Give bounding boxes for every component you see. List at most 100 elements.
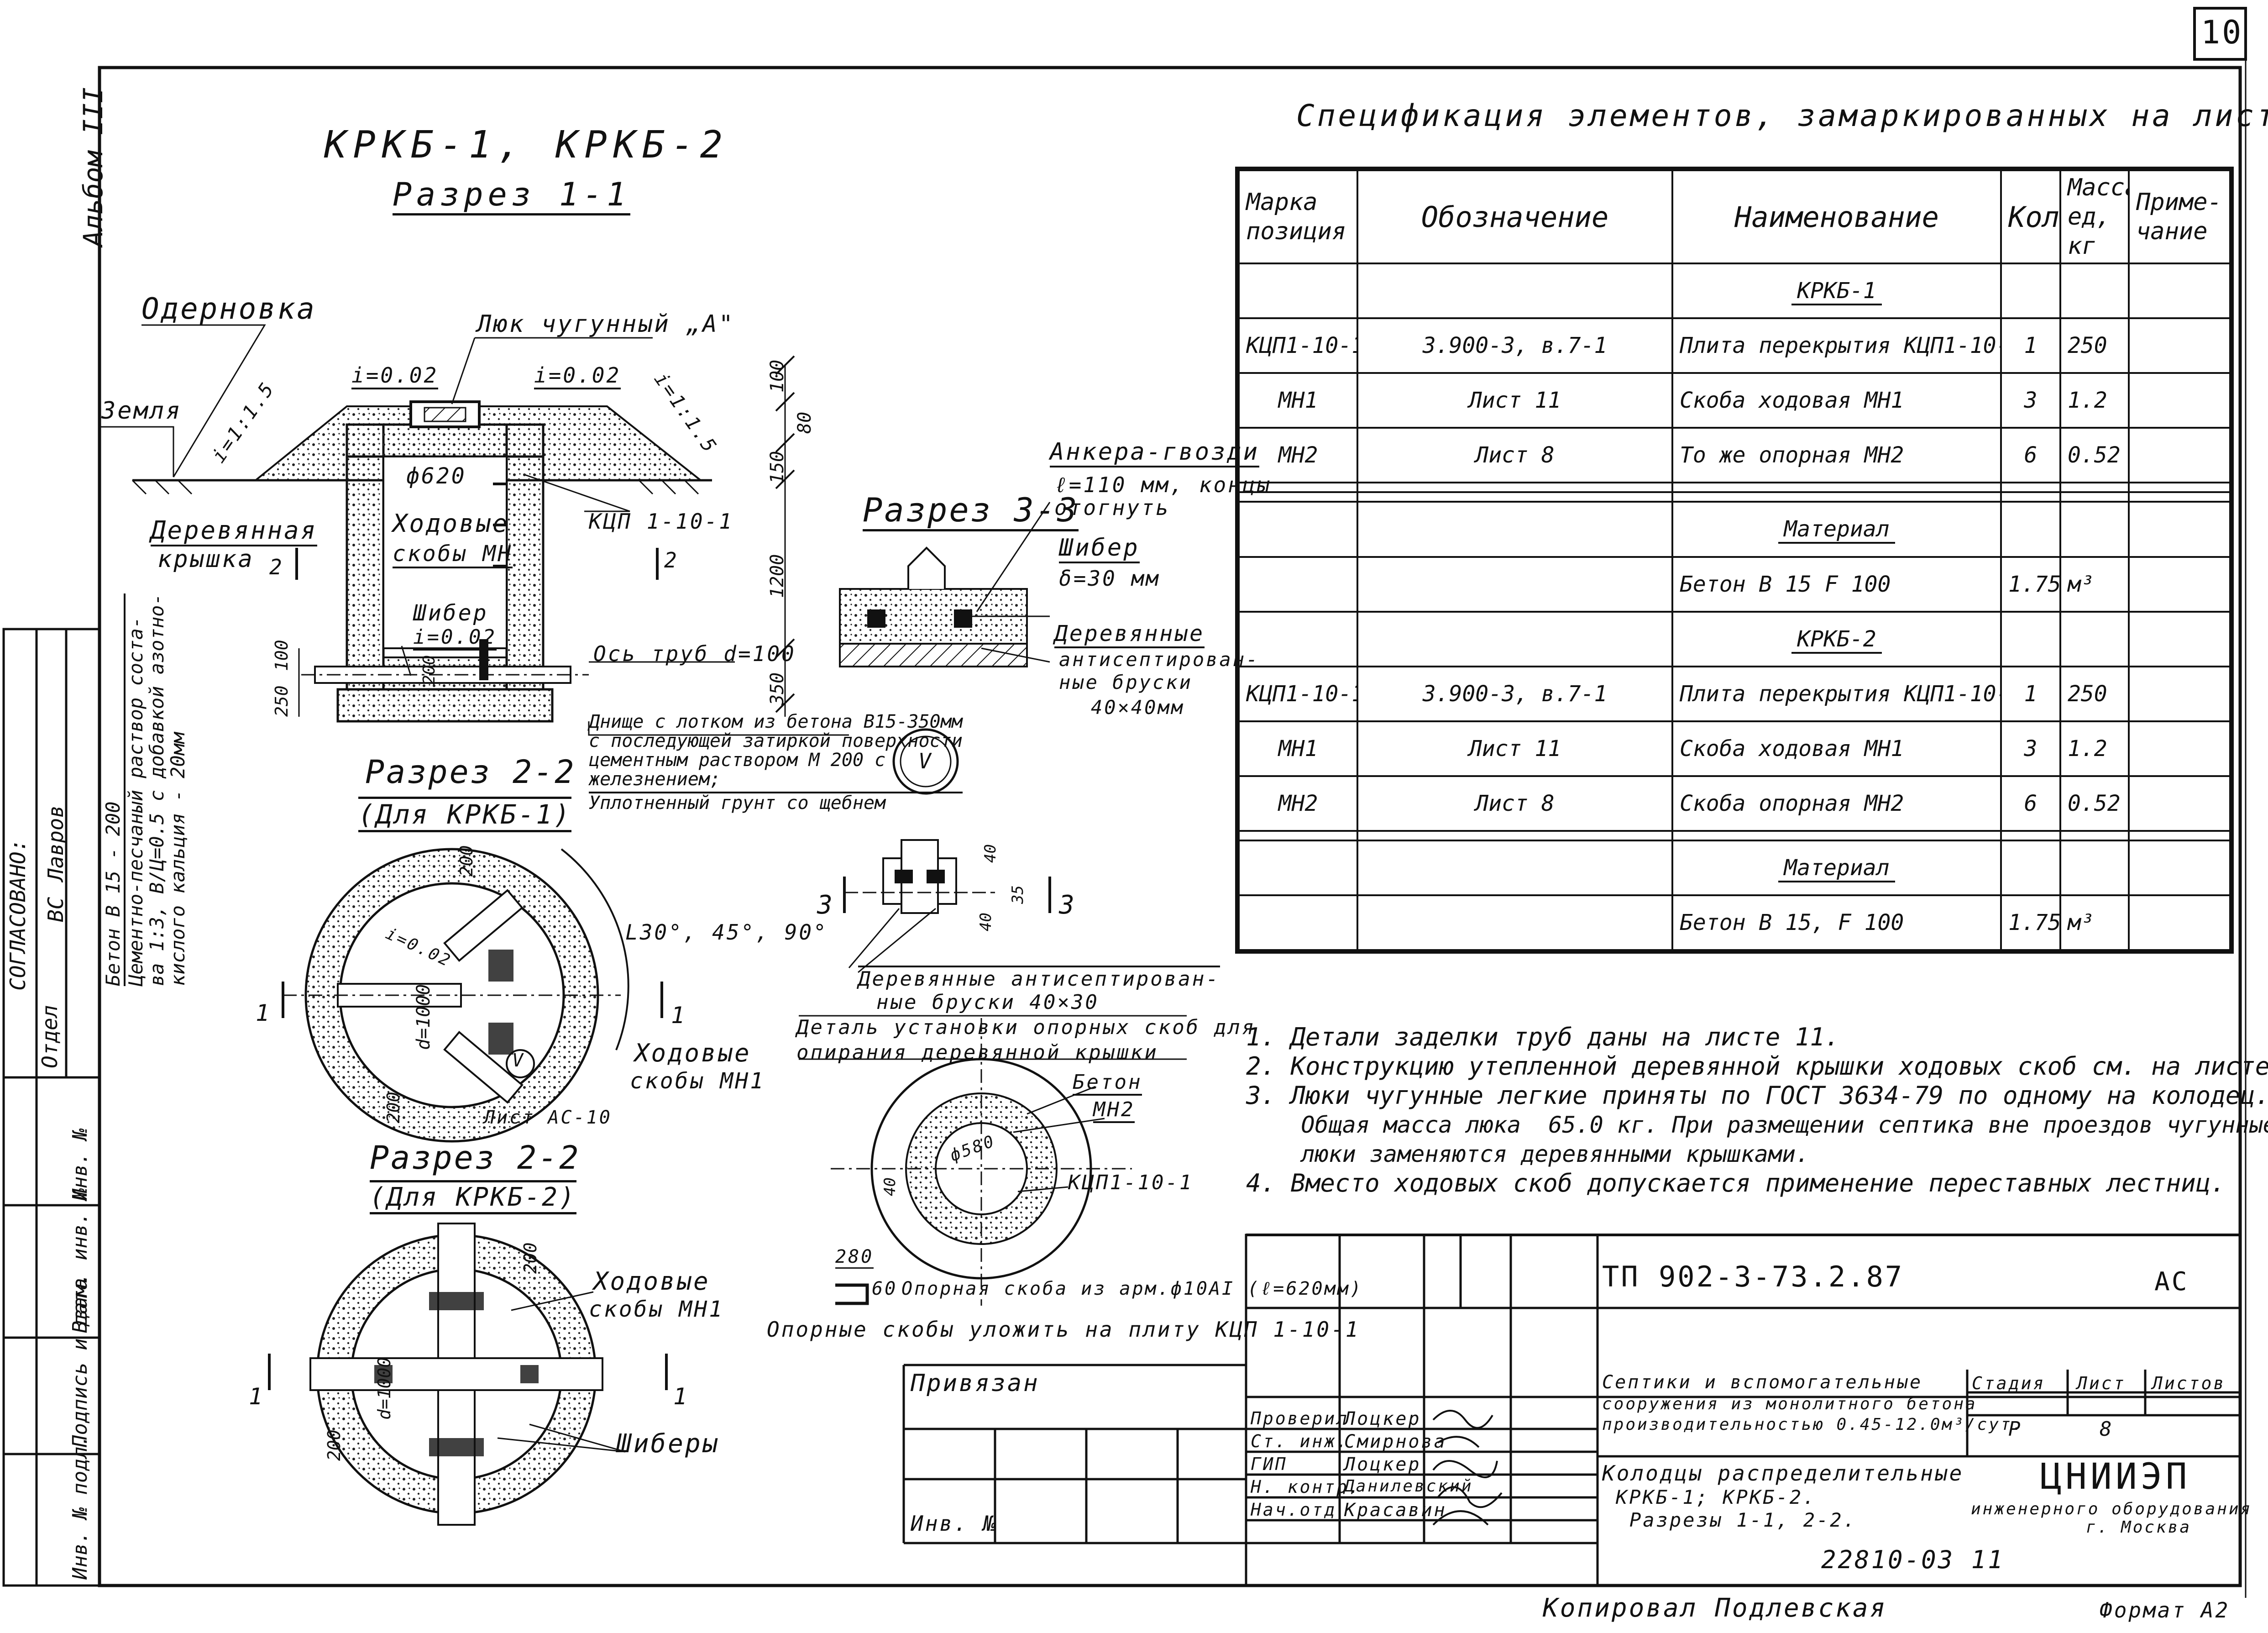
spec-cell-name: Материал	[1671, 501, 2002, 558]
spec-cell-note	[2128, 482, 2231, 494]
spec-header-cell: Приме-чание	[2128, 169, 2231, 264]
spec-cell-qty: 6	[2000, 775, 2061, 832]
label-mark-1a: 1	[256, 1000, 272, 1026]
spec-cell-desig	[1357, 839, 1673, 896]
spec-cell-name: Плита перекрытия КЦП1-10-1	[1671, 665, 2002, 722]
spec-cell-note	[2128, 610, 2231, 667]
label-wood-1: Деревянные	[1054, 621, 1205, 648]
spec-cell-qty: 1	[2000, 317, 2061, 374]
spec-row: КРКБ-2	[1238, 610, 2231, 667]
spec-row	[1238, 491, 2231, 503]
spec-cell-mass: м³	[2059, 556, 2130, 613]
role-name: Данилевский	[1344, 1477, 1473, 1496]
spec-cell-note	[2128, 894, 2231, 951]
notes: 1. Детали заделки труб даны на листе 11.…	[1246, 1023, 2268, 1198]
spec-cell-mass	[2059, 839, 2130, 896]
spec-cell-mass: 0.52	[2059, 775, 2130, 832]
org-subtitle: инженерного оборудования	[1971, 1500, 2252, 1518]
section-22a-title: Разрез 2-2	[365, 753, 576, 791]
label-steps-22a-2: скобы МН1	[630, 1068, 765, 1094]
spec-cell-desig	[1357, 556, 1673, 613]
spec-section-label: Материал	[1778, 855, 1895, 882]
section-title: КРКБ-1, КРКБ-2	[324, 123, 729, 167]
spec-cell-pos: КЦП1-10-1	[1238, 665, 1358, 722]
section-3-3-graphic	[839, 502, 1051, 795]
spec-cell-qty	[2000, 482, 2061, 494]
spec-cell-qty: 3	[2000, 372, 2061, 429]
spec-cell-note	[2128, 775, 2231, 832]
label-mark-3b: 3	[1059, 890, 1076, 920]
section-2-2a-graphic	[282, 848, 663, 1143]
spec-cell-mass	[2059, 610, 2130, 667]
spec-cell-qty: 6	[2000, 427, 2061, 484]
label-angles: L30°, 45°, 90°	[625, 920, 828, 945]
spec-cell-pos	[1238, 610, 1358, 667]
spec-cell-pos	[1238, 830, 1358, 841]
label-earth: Земля	[101, 397, 182, 425]
spec-cell-note	[2128, 501, 2231, 558]
role-name: Лоцкер	[1344, 1408, 1421, 1429]
project-line-2: сооружения из монолитного бетона	[1602, 1395, 1977, 1413]
spec-cell-mass: 250	[2059, 317, 2130, 374]
spec-cell-note	[2128, 839, 2231, 896]
spec-cell-qty: 3	[2000, 720, 2061, 777]
label-steps-22a-1: Ходовые	[634, 1039, 751, 1067]
spec-cell-note	[2128, 665, 2231, 722]
spec-cell-qty	[2000, 610, 2061, 667]
bottom-note-line: Днище с лотком из бетона В15-350мм	[589, 711, 963, 732]
label-bracket-note: Опорные скобы уложить на плиту КЦП 1-10-…	[767, 1317, 1360, 1342]
spec-cell-pos	[1238, 262, 1358, 320]
spec-cell-desig: Лист 11	[1357, 720, 1673, 777]
spec-cell-note	[2128, 262, 2231, 320]
note-line: 4. Вместо ходовых скоб допускается приме…	[1246, 1169, 2226, 1197]
bottom-note-line: цементным раствором М 200 с	[589, 750, 886, 771]
spec-row	[1238, 830, 2231, 841]
label-slope-2: i=0.02	[534, 363, 621, 389]
note-line: 1. Детали заделки труб даны на листе 11.	[1246, 1023, 1840, 1051]
label-gate-33-2: δ=30 мм	[1059, 566, 1160, 591]
label-sheet-ref: Лист АС-10	[484, 1107, 612, 1128]
spec-cell-desig: 3.900-3, в.7-1	[1357, 665, 1673, 722]
spec-cell-desig	[1357, 830, 1673, 841]
project-line-1: Септики и вспомогательные	[1602, 1372, 1923, 1393]
role-label: Н. контр.	[1251, 1477, 1361, 1497]
label-callout-v-a: V	[512, 1050, 525, 1071]
spec-cell-name	[1671, 491, 2002, 503]
label-mark-1c: 1	[249, 1383, 265, 1410]
spec-cell-desig	[1357, 894, 1673, 951]
stage-label: Стадия	[1972, 1373, 2046, 1393]
label-cover-1: Деревянная	[151, 516, 318, 546]
spec-cell-note	[2128, 372, 2231, 429]
label-cover-2: крышка	[157, 546, 254, 573]
spec-cell-mass	[2059, 262, 2130, 320]
spec-cell-desig	[1357, 610, 1673, 667]
spec-cell-desig: Лист 8	[1357, 427, 1673, 484]
section-subtitle: Разрез 1-1	[393, 176, 631, 215]
bottom-note: Днище с лотком из бетона В15-350мм с пос…	[589, 712, 963, 813]
footer-format: Формат А2	[2100, 1598, 2230, 1622]
label-bars-2: ные бруски 40×30	[876, 991, 1099, 1014]
spec-cell-pos	[1238, 839, 1358, 896]
label-concrete: Бетон	[1073, 1071, 1142, 1096]
label-bracket-text: Опорная скоба из арм.ф10АI (ℓ=620мм)	[901, 1278, 1363, 1299]
spec-cell-qty	[2000, 839, 2061, 896]
label-bracket-top: 280	[835, 1246, 874, 1269]
section-22b-title: Разрез 2-2	[370, 1139, 581, 1176]
inv-no-label: Инв. №	[911, 1511, 998, 1536]
spec-header-cell: Обозначение	[1357, 169, 1673, 264]
spec-cell-note	[2128, 556, 2231, 613]
label-anchors-1: Анкера-гвозди	[1050, 438, 1259, 467]
label-slab: КЦП 1-10-1	[589, 509, 733, 534]
project-line-3: производительностью 0.45-12.0м³/сут.	[1602, 1415, 2024, 1434]
spec-header-row: Марка позиция Обозначение Наименование К…	[1238, 169, 2231, 264]
note-line: Общая масса люка 65.0 кг. При размещении…	[1246, 1112, 2268, 1138]
doc-code-suffix: АС	[2154, 1267, 2189, 1297]
spec-cell-desig: Лист 8	[1357, 775, 1673, 832]
spec-cell-mass	[2059, 501, 2130, 558]
side-stamp-grid	[2, 628, 101, 1587]
spec-cell-pos: МН1	[1238, 372, 1358, 429]
